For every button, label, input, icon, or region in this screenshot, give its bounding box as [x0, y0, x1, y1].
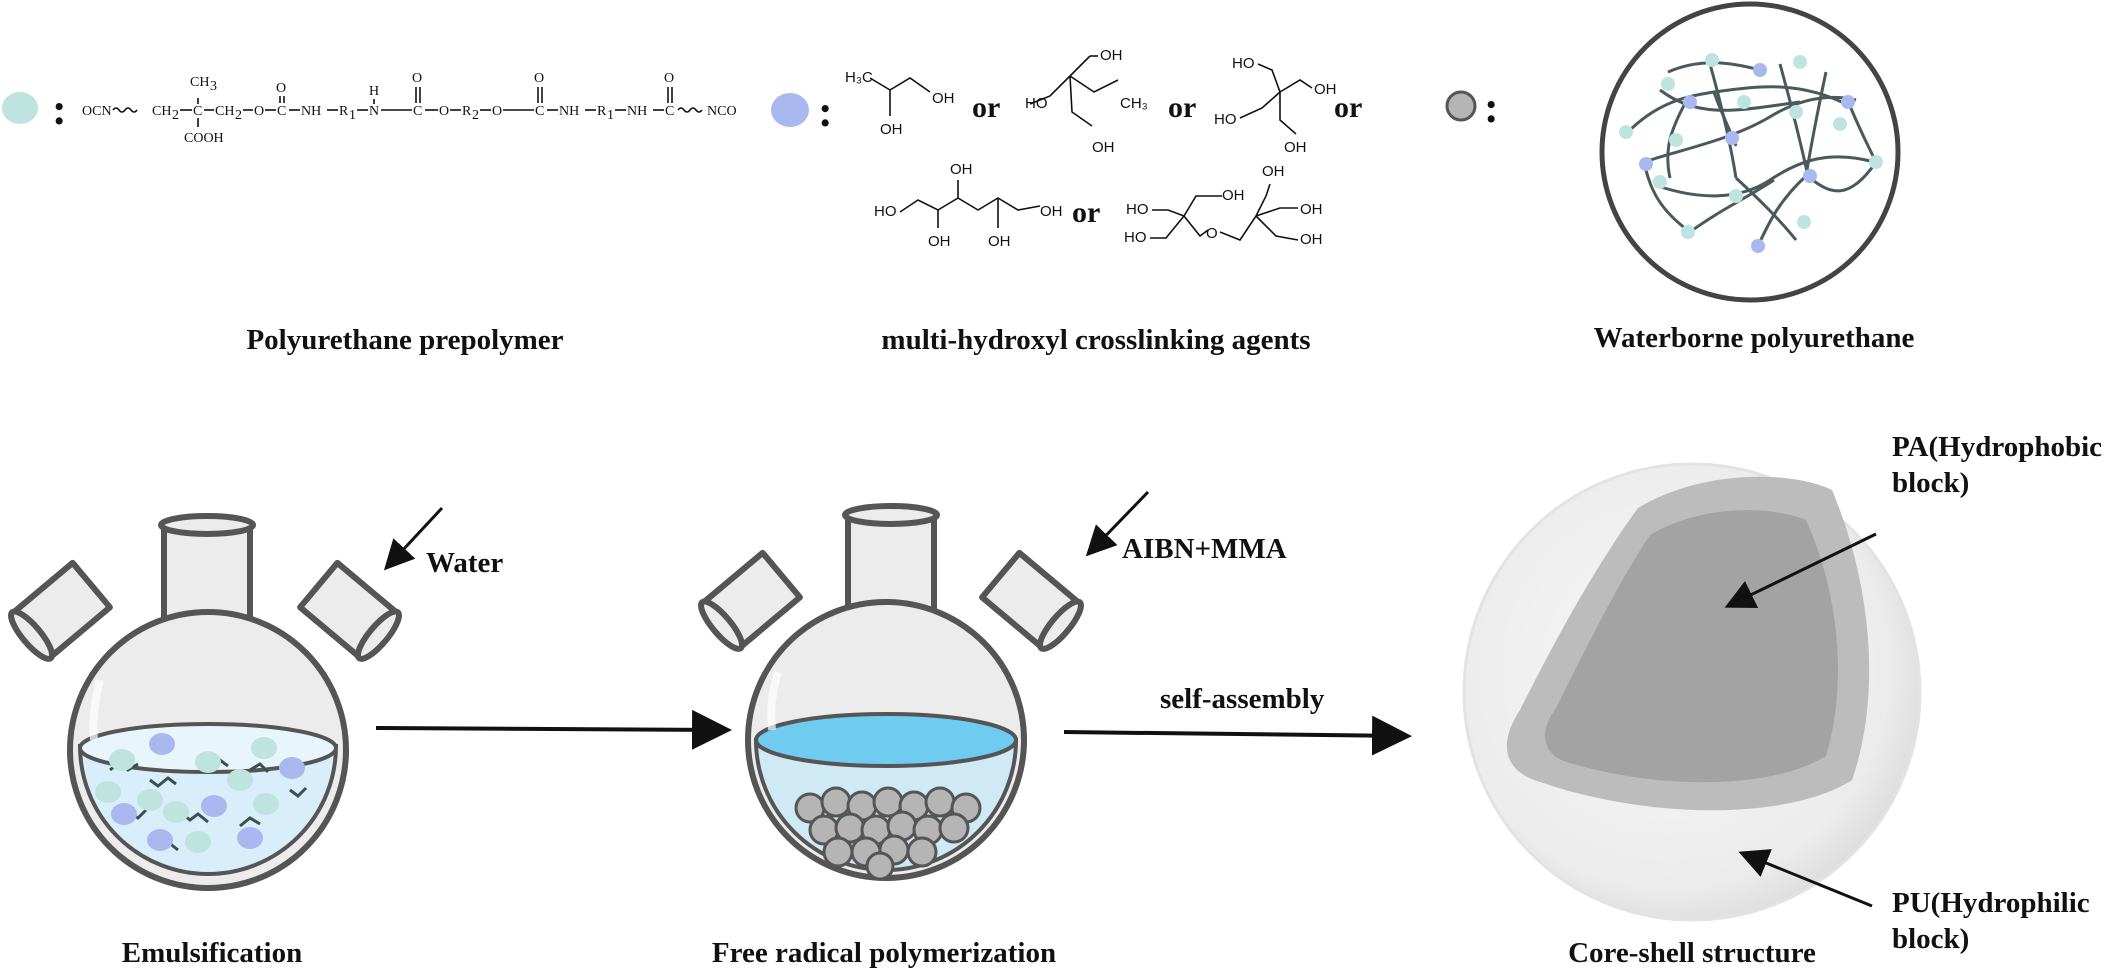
aibn-arrow — [1085, 490, 1150, 557]
svg-text:N: N — [369, 104, 379, 119]
svg-text:1: 1 — [607, 108, 614, 123]
svg-text:NH: NH — [559, 104, 579, 119]
svg-text:2: 2 — [235, 108, 242, 123]
svg-text:R: R — [597, 104, 607, 119]
caption-emulsification: Emulsification — [122, 937, 302, 969]
svg-text:OH: OH — [1040, 203, 1063, 220]
svg-text:2: 2 — [472, 108, 479, 123]
svg-text:CH₃: CH₃ — [1120, 95, 1148, 112]
legend-colon: : — [52, 85, 67, 134]
svg-text:C: C — [535, 104, 544, 119]
svg-text:HO: HO — [1025, 95, 1048, 112]
svg-text:H: H — [369, 84, 379, 99]
aibn-label: AIBN+MMA — [1122, 533, 1287, 565]
or-word: or — [972, 91, 1000, 124]
svg-text:CH: CH — [190, 75, 209, 90]
pu-arrow — [1738, 849, 1873, 908]
svg-text:H₃C: H₃C — [845, 69, 873, 86]
legend-colon: : — [1484, 83, 1499, 132]
svg-text:OCN: OCN — [82, 104, 112, 119]
svg-text:C: C — [193, 104, 202, 119]
xylitol-structure: HO OH OH OH OH — [874, 161, 1063, 250]
svg-text:C: C — [665, 104, 674, 119]
svg-text:HO: HO — [1126, 201, 1149, 218]
pa-label-line2: block) — [1892, 467, 1969, 499]
pa-label-line1: PA(Hydrophobic — [1892, 431, 2102, 463]
pa-arrow — [1724, 532, 1877, 608]
svg-text:C: C — [277, 104, 286, 119]
svg-text:CH: CH — [215, 104, 234, 119]
core-shell-sphere — [1462, 462, 1922, 922]
propanediol-structure: H₃C OH OH — [845, 69, 955, 138]
svg-text:NH: NH — [301, 104, 321, 119]
prepolymer-dot-icon — [2, 92, 38, 124]
svg-text:3: 3 — [210, 79, 217, 94]
trimethylolpropane-structure: OH HO CH₃ OH — [1025, 47, 1148, 156]
svg-text:OH: OH — [928, 233, 951, 250]
caption-polymerization: Free radical polymerization — [712, 937, 1056, 969]
svg-text:OH: OH — [1262, 163, 1285, 180]
svg-text:OH: OH — [1300, 231, 1323, 248]
svg-text:O: O — [534, 71, 544, 86]
water-arrow — [383, 506, 444, 571]
pu-label-line2: block) — [1892, 923, 1969, 955]
emulsification-flask — [8, 513, 402, 891]
polymerization-flask — [698, 503, 1084, 881]
svg-text:O: O — [276, 81, 286, 96]
caption-prepolymer: Polyurethane prepolymer — [246, 324, 563, 356]
caption-core-shell: Core-shell structure — [1568, 937, 1816, 969]
particle-dot-icon — [1445, 90, 1477, 122]
legend-colon: : — [818, 87, 833, 136]
svg-text:R: R — [339, 104, 349, 119]
svg-text:O: O — [254, 104, 264, 119]
or-word: or — [1168, 91, 1196, 124]
svg-text:O: O — [1206, 225, 1218, 242]
svg-text:HO: HO — [1214, 111, 1237, 128]
svg-text:HO: HO — [1232, 55, 1255, 72]
svg-text:O: O — [412, 71, 422, 86]
svg-text:C: C — [413, 104, 422, 119]
prepolymer-formula: OCN CH 2 C CH 3 COOH CH 2 O C O NH R 1 N… — [82, 71, 737, 146]
waterborne-polyurethane-network — [1599, 1, 1901, 303]
caption-waterborne-polyurethane: Waterborne polyurethane — [1594, 322, 1915, 354]
pu-label-line1: PU(Hydrophilic — [1892, 887, 2090, 919]
svg-text:CH: CH — [152, 104, 171, 119]
crosslinker-dot-icon — [771, 93, 809, 127]
process-arrow-1 — [375, 709, 732, 750]
process-arrow-2 — [1063, 715, 1412, 756]
svg-text:O: O — [492, 104, 502, 119]
svg-text:OH: OH — [1284, 139, 1307, 156]
svg-text:OH: OH — [1300, 201, 1323, 218]
svg-text:OH: OH — [1314, 81, 1337, 98]
svg-text:O: O — [439, 104, 449, 119]
caption-crosslinkers: multi-hydroxyl crosslinking agents — [881, 324, 1310, 356]
svg-text:OH: OH — [1092, 139, 1115, 156]
svg-text:OH: OH — [932, 90, 955, 107]
svg-text:1: 1 — [349, 108, 356, 123]
svg-text:OH: OH — [1222, 187, 1245, 204]
svg-text:NCO: NCO — [707, 104, 737, 119]
svg-text:OH: OH — [880, 121, 903, 138]
svg-text:OH: OH — [988, 233, 1011, 250]
dipentaerythritol-structure: HO HO OH O OH OH OH — [1124, 163, 1323, 248]
svg-text:O: O — [664, 71, 674, 86]
svg-text:HO: HO — [1124, 229, 1147, 246]
trimethylolethane-structure: HO OH HO OH — [1214, 55, 1337, 156]
svg-text:OH: OH — [1100, 47, 1123, 64]
self-assembly-label: self-assembly — [1160, 683, 1325, 715]
svg-text:NH: NH — [627, 104, 647, 119]
or-word: or — [1072, 196, 1100, 229]
svg-text:OH: OH — [950, 161, 973, 178]
svg-text:R: R — [462, 104, 472, 119]
svg-text:2: 2 — [172, 108, 179, 123]
or-word: or — [1334, 91, 1362, 124]
water-label: Water — [426, 547, 503, 579]
svg-text:HO: HO — [874, 203, 897, 220]
svg-text:COOH: COOH — [184, 131, 224, 146]
